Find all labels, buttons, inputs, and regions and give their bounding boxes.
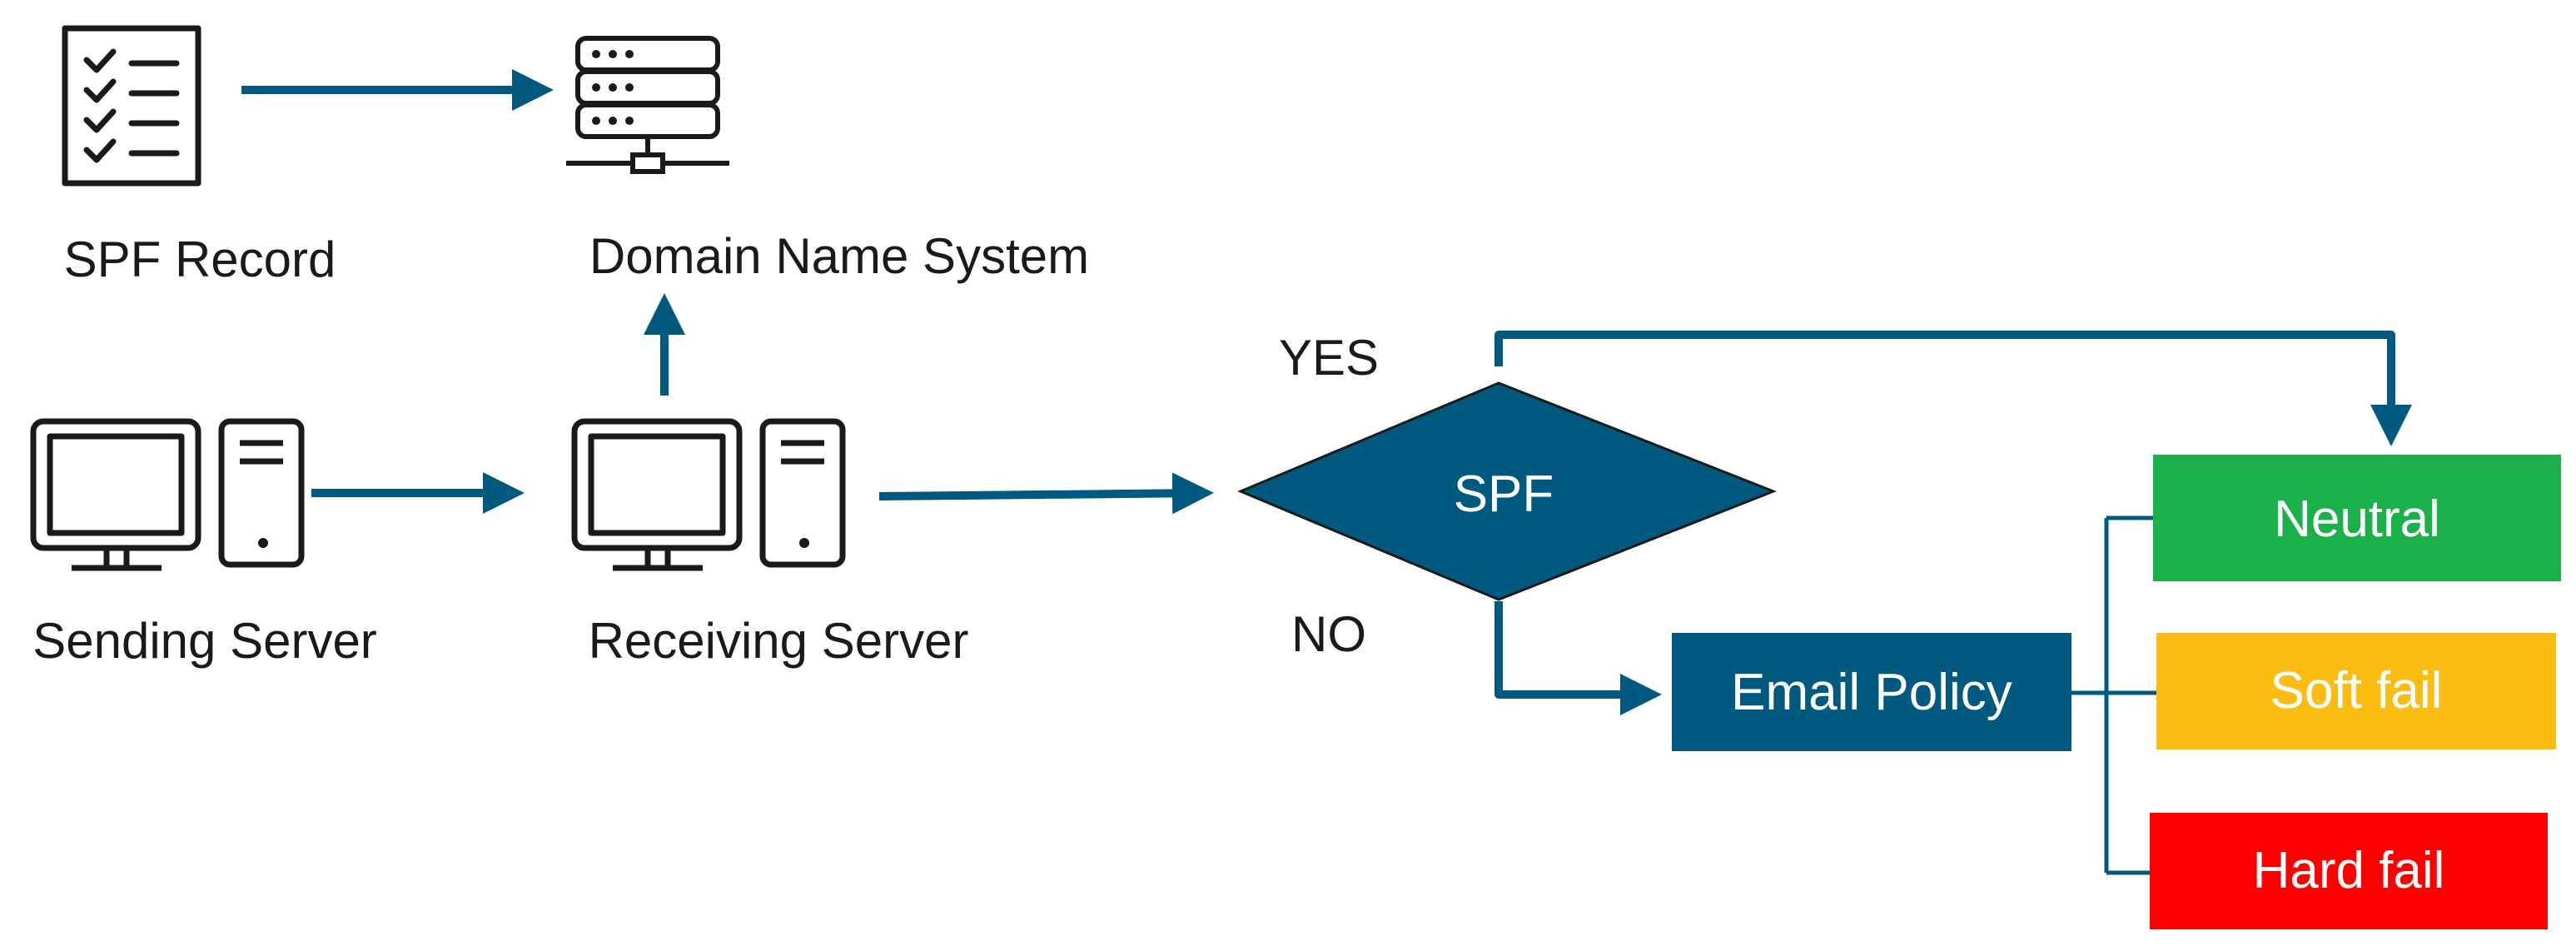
receiving-server-label: Receiving Server xyxy=(589,613,969,669)
email-policy-label: Email Policy xyxy=(1731,664,2012,721)
email-policy-box xyxy=(1672,633,2071,751)
dns-label: Domain Name System xyxy=(589,228,1089,284)
outcome-hard-fail-label: Hard fail xyxy=(2253,842,2445,899)
policy-outcome-connector xyxy=(2071,515,2156,875)
spf-decision-label: SPF xyxy=(1454,466,1554,523)
sending-server-label: Sending Server xyxy=(32,613,377,669)
tower-pc-icon xyxy=(759,418,846,568)
desktop-computer-icon xyxy=(30,418,201,571)
server-rack-icon xyxy=(566,36,729,174)
outcome-neutral-box xyxy=(2153,455,2561,581)
tower-pc-power-dot xyxy=(799,538,809,548)
desktop-computer-icon xyxy=(571,418,743,571)
tower-pc-power-dot xyxy=(258,538,268,548)
outcome-soft-fail-box xyxy=(2156,633,2556,749)
outcome-soft-fail-label: Soft fail xyxy=(2270,662,2443,719)
arrow-receiving-to-spf xyxy=(878,472,1214,515)
spf-record-label: SPF Record xyxy=(64,232,336,287)
outcome-neutral-label: Neutral xyxy=(2274,490,2440,548)
outcome-hard-fail-box xyxy=(2150,813,2548,929)
yes-label: YES xyxy=(1279,330,1379,386)
server-rack-dots xyxy=(592,50,634,125)
spf-decision-diamond xyxy=(1237,381,1778,601)
arrow-no-to-email-policy xyxy=(1494,601,1662,715)
checklist-icon xyxy=(62,25,201,187)
arrow-yes-to-neutral xyxy=(1494,331,2412,446)
tower-pc-icon xyxy=(218,418,305,568)
no-label: NO xyxy=(1291,606,1366,662)
